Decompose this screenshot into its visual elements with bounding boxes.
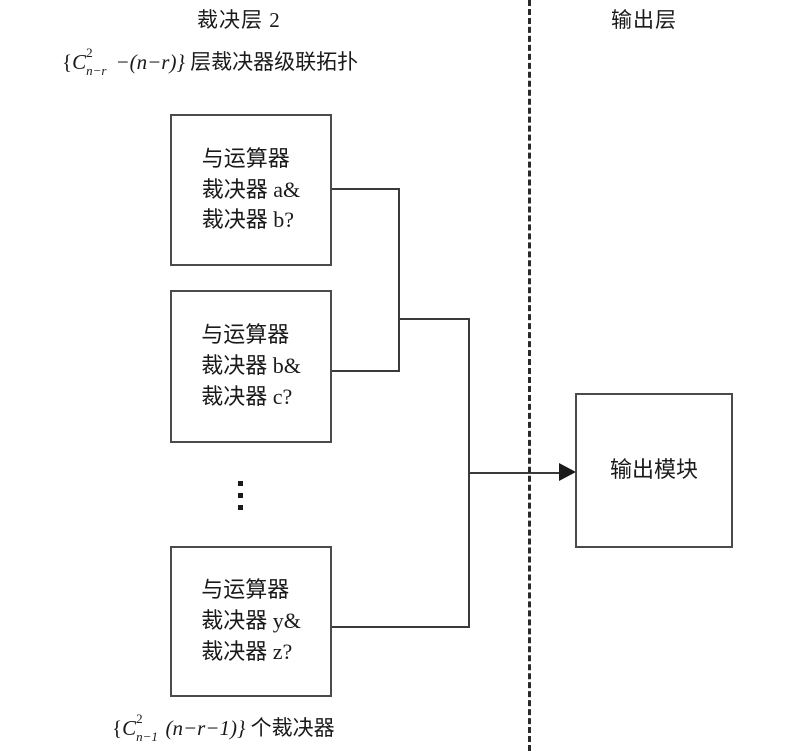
connector-junction [398, 318, 470, 320]
node-bc-line2: 裁决器 b& [201, 353, 301, 379]
output-module-node[interactable]: 输出模块 [575, 393, 733, 548]
and-operator-node-ab[interactable]: 与运算器 裁决器 a& 裁决器 b? [170, 114, 332, 266]
arrow-head-icon [559, 463, 576, 481]
footnote-expression: (n−r−1)} [165, 716, 246, 740]
output-module-text: 输出模块 [610, 455, 698, 486]
output-module-label: 输出模块 [609, 457, 698, 483]
and-operator-node-bc[interactable]: 与运算器 裁决器 b& 裁决器 c? [170, 290, 332, 443]
node-ab-line3: 裁决器 b? [201, 207, 295, 233]
ellipsis-dot [238, 493, 243, 498]
and-operator-node-yz[interactable]: 与运算器 裁决器 y& 裁决器 z? [170, 546, 332, 697]
node-ab-text: 与运算器 裁决器 a& 裁决器 b? [202, 144, 300, 236]
output-layer-title: 输出层 [611, 8, 677, 32]
connector-yz-output [332, 626, 470, 628]
subtitle-c-letter: C [72, 50, 87, 74]
connector-ab-output [332, 188, 400, 190]
subtitle-tail-text: 层裁决器级联拓扑 [184, 50, 359, 74]
node-ab-line2: 裁决器 a& [201, 176, 301, 202]
node-yz-line1: 与运算器 [201, 577, 290, 603]
ellipsis-dot [238, 505, 243, 510]
decision-layer-title: 裁决层 2 [197, 8, 281, 32]
node-ab-line1: 与运算器 [201, 145, 290, 171]
connector-trunk-upper [398, 188, 400, 372]
footnote-brace-open: { [112, 716, 123, 740]
node-bc-line1: 与运算器 [201, 322, 290, 348]
node-yz-line2: 裁决器 y& [201, 608, 301, 634]
footnote-c-letter: C [122, 716, 137, 740]
node-bc-line3: 裁决器 c? [201, 383, 293, 409]
ellipsis-dot [238, 481, 243, 486]
connector-to-output-module [468, 472, 567, 474]
subtitle-c-subscript: n−r [86, 62, 107, 78]
subtitle-expression: −(n−r)} [115, 50, 185, 74]
subtitle-brace-open: { [62, 50, 73, 74]
footnote-c-subscript: n−1 [136, 728, 158, 744]
node-yz-text: 与运算器 裁决器 y& 裁决器 z? [201, 575, 301, 667]
vertical-ellipsis-icon [238, 481, 243, 510]
footnote-c-superscript: 2 [136, 711, 143, 727]
node-bc-text: 与运算器 裁决器 b& 裁决器 c? [201, 320, 301, 412]
node-yz-line3: 裁决器 z? [201, 638, 293, 664]
layer-divider-dashed-line [528, 0, 531, 751]
subtitle-c-superscript: 2 [86, 45, 93, 61]
connector-bc-output [332, 370, 400, 372]
footnote-tail-text: 个裁决器 [245, 716, 335, 740]
